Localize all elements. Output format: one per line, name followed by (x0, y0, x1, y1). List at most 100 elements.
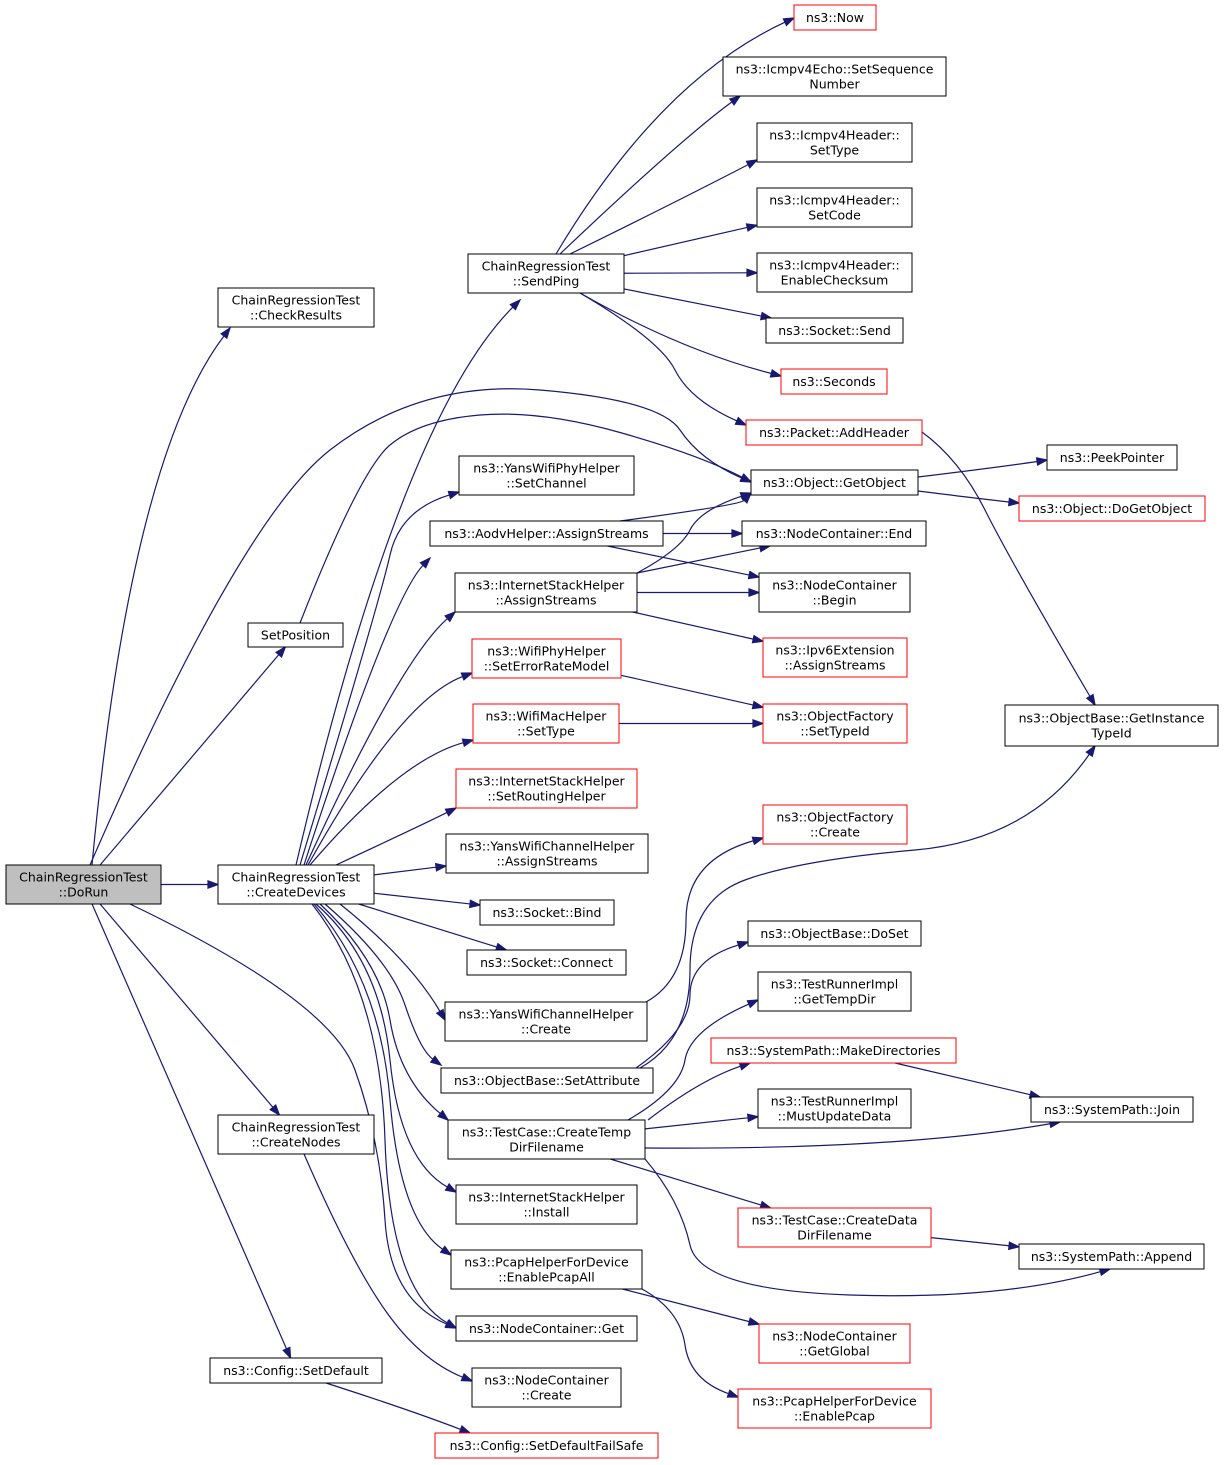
node-box[interactable] (710, 1037, 957, 1064)
node-socket_connect[interactable]: ns3::Socket::Connect (466, 949, 627, 976)
node-ish_install[interactable]: ns3::InternetStackHelper::Install (455, 1184, 638, 1225)
node-box[interactable] (209, 1357, 383, 1384)
node-sendping[interactable]: ChainRegressionTest::SendPing (467, 253, 625, 294)
node-pcap_all[interactable]: ns3::PcapHelperForDevice::EnablePcapAll (450, 1249, 643, 1290)
node-dogetobject[interactable]: ns3::Object::DoGetObject (1018, 495, 1206, 522)
node-box[interactable] (747, 920, 922, 947)
node-box[interactable] (445, 833, 649, 874)
node-box[interactable] (737, 1207, 932, 1248)
node-box[interactable] (756, 252, 913, 293)
node-box[interactable] (472, 703, 620, 744)
node-box[interactable] (1030, 1096, 1194, 1123)
node-now[interactable]: ns3::Now (793, 4, 877, 31)
node-box[interactable] (793, 4, 877, 31)
node-box[interactable] (455, 1184, 638, 1225)
node-box[interactable] (217, 864, 375, 905)
node-box[interactable] (479, 899, 615, 926)
node-wifimac_settype[interactable]: ns3::WifiMacHelper::SetType (472, 703, 620, 744)
node-sp_join[interactable]: ns3::SystemPath::Join (1030, 1096, 1194, 1123)
node-box[interactable] (762, 703, 908, 744)
node-sp_append[interactable]: ns3::SystemPath::Append (1018, 1243, 1205, 1270)
node-box[interactable] (217, 287, 375, 328)
node-box[interactable] (745, 419, 923, 446)
node-of_create[interactable]: ns3::ObjectFactory::Create (762, 804, 908, 845)
node-box[interactable] (471, 1367, 622, 1408)
node-box[interactable] (455, 1315, 638, 1342)
node-nc_begin[interactable]: ns3::NodeContainer::Begin (758, 572, 911, 613)
node-box[interactable] (247, 622, 344, 648)
node-sp_makedirs[interactable]: ns3::SystemPath::MakeDirectories (710, 1037, 957, 1064)
node-box[interactable] (756, 187, 913, 228)
node-createnodes[interactable]: ChainRegressionTest::CreateNodes (217, 1114, 375, 1155)
node-box[interactable] (454, 572, 638, 613)
node-ob_setattr[interactable]: ns3::ObjectBase::SetAttribute (440, 1067, 654, 1094)
node-yans_setchannel[interactable]: ns3::YansWifiPhyHelper::SetChannel (458, 455, 635, 496)
node-createdevices[interactable]: ChainRegressionTest::CreateDevices (217, 864, 375, 905)
node-box[interactable] (1004, 704, 1219, 747)
node-box[interactable] (455, 768, 638, 809)
node-box[interactable] (762, 804, 908, 845)
node-nc_create[interactable]: ns3::NodeContainer::Create (471, 1367, 622, 1408)
node-box[interactable] (5, 864, 162, 905)
node-box[interactable] (458, 455, 635, 496)
node-box[interactable] (780, 368, 888, 395)
node-pcap_enable[interactable]: ns3::PcapHelperForDevice::EnablePcap (737, 1388, 932, 1429)
node-ipv6ext[interactable]: ns3::Ipv6Extension::AssignStreams (762, 637, 908, 678)
node-box[interactable] (741, 520, 927, 547)
node-of_settypeid[interactable]: ns3::ObjectFactory::SetTypeId (762, 703, 908, 744)
node-box[interactable] (756, 122, 913, 163)
node-box[interactable] (1018, 1243, 1205, 1270)
node-box[interactable] (750, 469, 919, 496)
node-box[interactable] (466, 949, 627, 976)
node-box[interactable] (217, 1114, 375, 1155)
node-ish_routing[interactable]: ns3::InternetStackHelper::SetRoutingHelp… (455, 768, 638, 809)
node-box[interactable] (447, 1119, 646, 1160)
node-box[interactable] (429, 520, 664, 547)
node-box[interactable] (1018, 495, 1206, 522)
node-box[interactable] (440, 1067, 654, 1094)
node-box[interactable] (1046, 444, 1178, 471)
node-tri_mustupdate[interactable]: ns3::TestRunnerImpl::MustUpdateData (757, 1088, 912, 1129)
node-cfg_failsafe[interactable]: ns3::Config::SetDefaultFailSafe (434, 1432, 659, 1459)
node-addheader[interactable]: ns3::Packet::AddHeader (745, 419, 923, 446)
node-box[interactable] (762, 637, 908, 678)
node-socket_bind[interactable]: ns3::Socket::Bind (479, 899, 615, 926)
node-icmp_setcode[interactable]: ns3::Icmpv4Header::SetCode (756, 187, 913, 228)
node-box[interactable] (434, 1432, 659, 1459)
node-socket_send[interactable]: ns3::Socket::Send (765, 317, 904, 344)
node-wifiphy_errmodel[interactable]: ns3::WifiPhyHelper::SetErrorRateModel (471, 638, 622, 679)
node-box[interactable] (467, 253, 625, 294)
node-aodv_assign[interactable]: ns3::AodvHelper::AssignStreams (429, 520, 664, 547)
node-box[interactable] (758, 572, 911, 613)
node-dorun[interactable]: ChainRegressionTest::DoRun (5, 864, 162, 905)
node-ish_assign[interactable]: ns3::InternetStackHelper::AssignStreams (454, 572, 638, 613)
node-box[interactable] (757, 1088, 912, 1129)
node-nc_global[interactable]: ns3::NodeContainer::GetGlobal (758, 1323, 911, 1364)
node-ywch_assign[interactable]: ns3::YansWifiChannelHelper::AssignStream… (445, 833, 649, 874)
node-checkresults[interactable]: ChainRegressionTest::CheckResults (217, 287, 375, 328)
node-box[interactable] (758, 1323, 911, 1364)
node-box[interactable] (722, 56, 947, 97)
node-nc_get[interactable]: ns3::NodeContainer::Get (455, 1315, 638, 1342)
node-icmp_settype[interactable]: ns3::Icmpv4Header::SetType (756, 122, 913, 163)
node-cfg_setdefault[interactable]: ns3::Config::SetDefault (209, 1357, 383, 1384)
node-box[interactable] (450, 1249, 643, 1290)
node-box[interactable] (765, 317, 904, 344)
node-box[interactable] (444, 1001, 648, 1042)
node-nc_end[interactable]: ns3::NodeContainer::End (741, 520, 927, 547)
node-getobject[interactable]: ns3::Object::GetObject (750, 469, 919, 496)
node-ob_doset[interactable]: ns3::ObjectBase::DoSet (747, 920, 922, 947)
node-setposition[interactable]: SetPosition (247, 622, 344, 648)
node-box[interactable] (737, 1388, 932, 1429)
node-box[interactable] (471, 638, 622, 679)
node-icmp_checksum[interactable]: ns3::Icmpv4Header::EnableChecksum (756, 252, 913, 293)
node-box[interactable] (757, 971, 912, 1012)
node-seconds[interactable]: ns3::Seconds (780, 368, 888, 395)
node-tri_gettemp[interactable]: ns3::TestRunnerImpl::GetTempDir (757, 971, 912, 1012)
node-ywch_create[interactable]: ns3::YansWifiChannelHelper::Create (444, 1001, 648, 1042)
node-peekpointer[interactable]: ns3::PeekPointer (1046, 444, 1178, 471)
